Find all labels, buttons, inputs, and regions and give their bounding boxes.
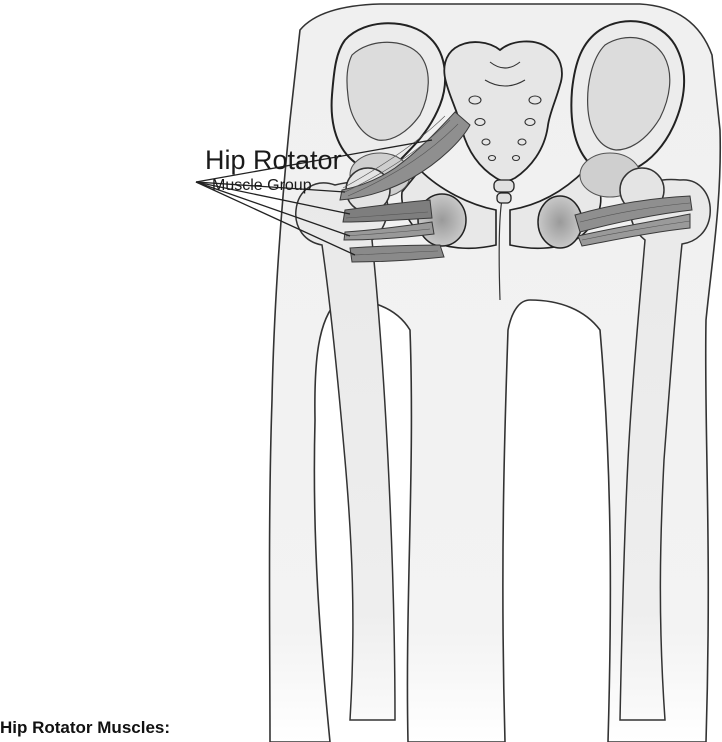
right-obturator — [538, 196, 582, 248]
callout-subtitle: Muscle Group — [212, 177, 312, 195]
callout-title: Hip Rotator — [205, 145, 375, 175]
section-heading: Hip Rotator Muscles: — [0, 718, 170, 738]
coccyx — [494, 180, 514, 203]
